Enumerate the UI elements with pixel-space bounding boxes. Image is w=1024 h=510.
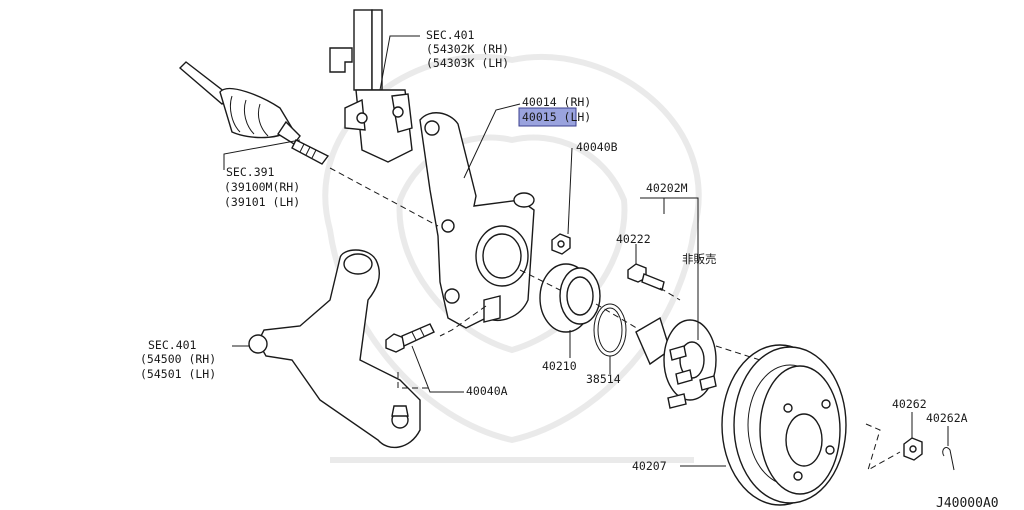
- label-shaft-sec[interactable]: SEC.391: [226, 165, 275, 179]
- label-arm-rh[interactable]: (54500 (RH): [140, 352, 216, 366]
- drive-shaft: [178, 61, 330, 165]
- label-40040b[interactable]: 40040B: [576, 140, 618, 154]
- label-knuckle-rh[interactable]: 40014 (RH): [522, 95, 591, 109]
- leader-lines: [223, 35, 949, 467]
- label-40262a[interactable]: 40262A: [926, 411, 968, 425]
- label-arm-sec[interactable]: SEC.401: [148, 338, 197, 352]
- hub-bolt-40222: [627, 263, 665, 291]
- nut-40040b: [551, 233, 571, 255]
- steering-knuckle: [419, 112, 535, 329]
- part-labels: SEC.401 (54302K (RH) (54303K (LH) 40014 …: [140, 28, 999, 510]
- wheel-hub: [635, 316, 717, 409]
- label-strut-lh[interactable]: (54303K (LH): [426, 56, 509, 70]
- label-shaft-rh[interactable]: (39100M(RH): [224, 180, 300, 194]
- label-40210[interactable]: 40210: [542, 359, 577, 373]
- highlight-box: [518, 107, 577, 127]
- snap-ring-38514: [593, 303, 627, 357]
- diagram-code: J40000A0: [936, 496, 999, 510]
- label-40222[interactable]: 40222: [616, 232, 651, 246]
- label-not-sold: 非販売: [682, 252, 717, 266]
- brake-disc-40207: [721, 344, 847, 506]
- label-strut-rh[interactable]: (54302K (RH): [426, 42, 509, 56]
- label-knuckle-lh[interactable]: 40015 (LH): [522, 110, 591, 124]
- label-40202m[interactable]: 40202M: [646, 181, 688, 195]
- nut-40262: [903, 437, 923, 461]
- label-40040a[interactable]: 40040A: [466, 384, 508, 398]
- label-strut-sec[interactable]: SEC.401: [426, 28, 475, 42]
- label-shaft-lh[interactable]: (39101 (LH): [224, 195, 300, 209]
- lower-control-arm: [248, 249, 421, 449]
- strut-assembly: [329, 9, 413, 163]
- label-38514[interactable]: 38514: [586, 372, 621, 386]
- bolt-40040a: [385, 323, 435, 353]
- wheel-bearing-40210: [539, 263, 601, 333]
- label-40262[interactable]: 40262: [892, 397, 927, 411]
- label-arm-lh[interactable]: (54501 (LH): [140, 367, 216, 381]
- label-40207[interactable]: 40207: [632, 459, 667, 473]
- center-lines: [329, 167, 901, 472]
- cotter-pin-40262a: [942, 447, 955, 471]
